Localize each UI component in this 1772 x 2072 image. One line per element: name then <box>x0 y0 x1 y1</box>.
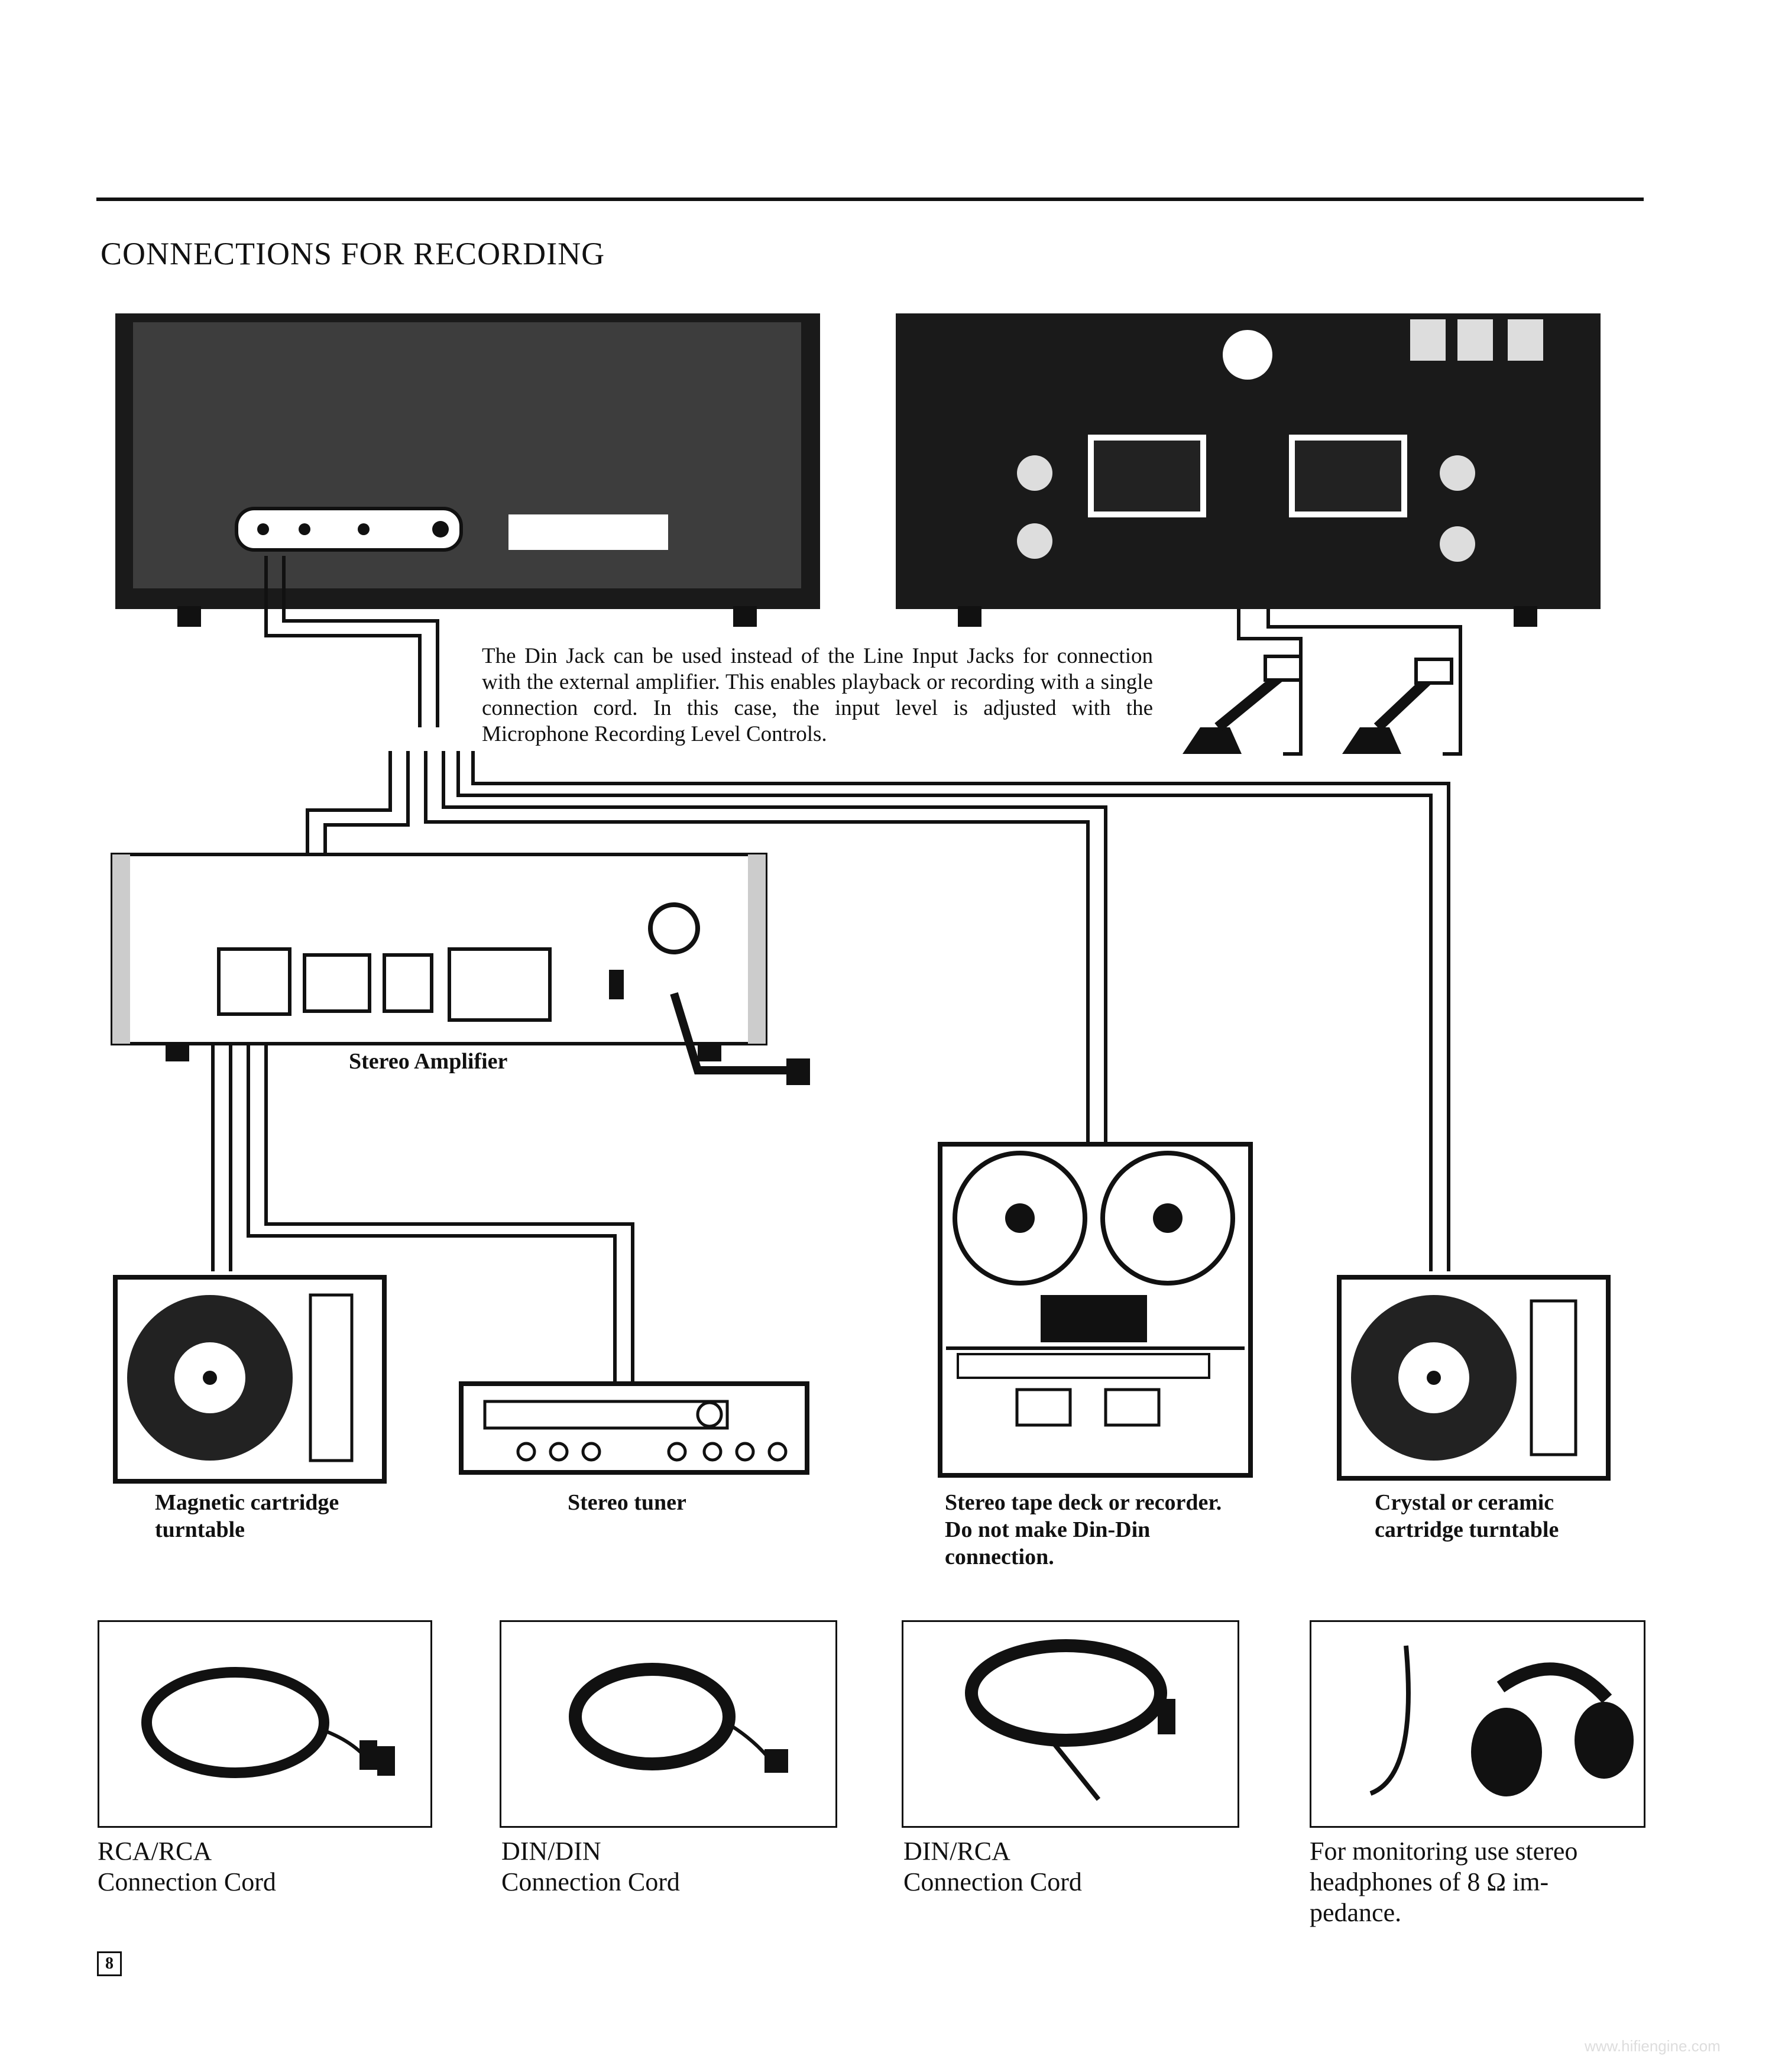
magnetic-turntable-caption: Magnetic cartridge turntable <box>155 1489 339 1543</box>
caption-line: For monitoring use stereo <box>1310 1836 1644 1867</box>
headphones-icon <box>1311 1622 1644 1826</box>
stereo-tuner-illustration <box>461 1384 807 1472</box>
page-title: CONNECTIONS FOR RECORDING <box>101 235 605 272</box>
deck-front-illustration <box>896 313 1601 627</box>
magnetic-turntable-illustration <box>115 1277 384 1481</box>
amplifier-label: Stereo Amplifier <box>349 1048 507 1075</box>
caption-line: pedance. <box>1310 1898 1644 1928</box>
caption-line: turntable <box>155 1516 339 1543</box>
ceramic-turntable-caption: Crystal or ceramic cartridge turntable <box>1375 1489 1559 1543</box>
ceramic-turntable-illustration <box>1339 1277 1608 1478</box>
din-din-cord-image <box>500 1620 837 1828</box>
caption-line: headphones of 8 Ω im- <box>1310 1867 1644 1898</box>
caption-line: Crystal or ceramic <box>1375 1489 1559 1516</box>
caption-line: Stereo tape deck or recorder. <box>945 1489 1222 1516</box>
cord-name: Connection Cord <box>903 1867 1082 1898</box>
watermark: www.hifiengine.com <box>1585 2037 1721 2055</box>
cord-coil-icon <box>903 1622 1238 1826</box>
stereo-tuner-caption: Stereo tuner <box>568 1489 686 1516</box>
deck-rear-illustration <box>115 313 820 627</box>
cord-name: Connection Cord <box>98 1867 276 1898</box>
tape-deck-illustration <box>940 1144 1251 1475</box>
caption-line: Magnetic cartridge <box>155 1489 339 1516</box>
din-din-cord-caption: DIN/DIN Connection Cord <box>501 1836 680 1898</box>
caption-line: connection. <box>945 1543 1222 1571</box>
headphones-caption: For monitoring use stereo headphones of … <box>1310 1836 1644 1928</box>
rca-rca-cord-image <box>98 1620 432 1828</box>
cord-coil-icon <box>99 1622 430 1826</box>
caption-line: cartridge turntable <box>1375 1516 1559 1543</box>
cord-type: RCA/RCA <box>98 1836 276 1867</box>
cord-type: DIN/DIN <box>501 1836 680 1867</box>
rca-rca-cord-caption: RCA/RCA Connection Cord <box>98 1836 276 1898</box>
cord-name: Connection Cord <box>501 1867 680 1898</box>
din-rca-cord-image <box>902 1620 1239 1828</box>
cord-type: DIN/RCA <box>903 1836 1082 1867</box>
microphone-illustration <box>1183 656 1452 754</box>
tape-deck-caption: Stereo tape deck or recorder. Do not mak… <box>945 1489 1222 1571</box>
top-rule <box>96 198 1644 201</box>
page-number: 8 <box>97 1951 122 1976</box>
din-jack-note: The Din Jack can be used instead of the … <box>482 643 1153 747</box>
cord-coil-icon <box>501 1622 835 1826</box>
din-rca-cord-caption: DIN/RCA Connection Cord <box>903 1836 1082 1898</box>
headphones-image <box>1310 1620 1645 1828</box>
caption-line: Do not make Din-Din <box>945 1516 1222 1543</box>
